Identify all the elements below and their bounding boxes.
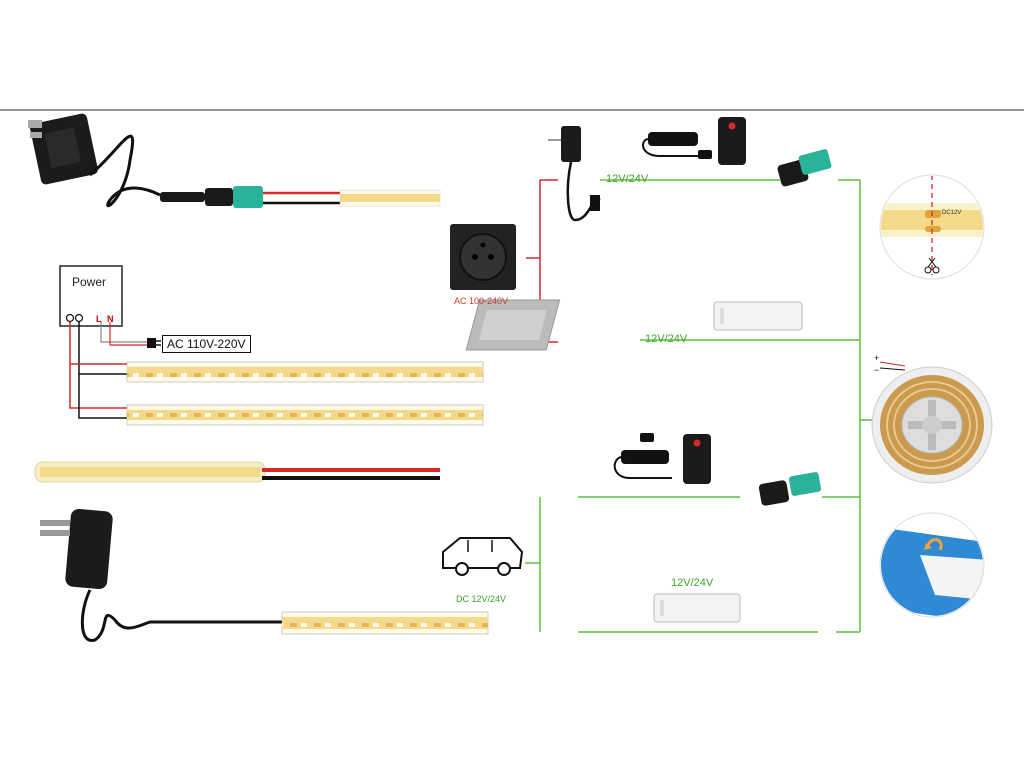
voltage-label-2: 12V/24V [645, 333, 688, 345]
cob-led-strip-icon [34, 461, 266, 483]
dc-car-label: DC 12V/24V [456, 594, 507, 604]
red-lead [879, 361, 906, 367]
switching-power-supply-icon [465, 299, 561, 351]
minus-mark: − [874, 365, 879, 375]
black-wire [78, 322, 128, 375]
wall-socket-icon [450, 224, 516, 290]
cob-led-strip-icon [281, 611, 489, 635]
scissors-icon [924, 257, 940, 274]
dc-connector-icon [160, 186, 263, 208]
red-wire [69, 322, 128, 409]
ac-wire [100, 322, 148, 343]
terminal-n-label: N [107, 314, 114, 324]
ac-input-label: AC 110V-220V [162, 335, 251, 353]
ac-wire [109, 322, 148, 346]
voltage-label-1: 12V/24V [606, 173, 649, 185]
dimmer-controller-icon [613, 433, 672, 479]
adapter-cable [89, 134, 161, 208]
wall-adapter-icon [40, 508, 113, 590]
plus-mark: + [874, 353, 879, 363]
remote-control-icon [683, 434, 711, 484]
wall-adapter-icon [28, 113, 98, 185]
cob-led-strip-icon [126, 361, 484, 383]
black-lead [879, 367, 906, 371]
remote-control-icon [718, 117, 746, 165]
wall-adapter-icon [548, 126, 601, 222]
black-wire [78, 374, 128, 419]
dc-connector-icon [758, 472, 822, 506]
dc-marking-label: DC12V [942, 210, 962, 216]
cut-mark-detail [879, 174, 985, 280]
terminal-l-label: L [96, 314, 102, 324]
led-reel-icon [871, 366, 993, 484]
power-supply-box-icon [59, 265, 123, 327]
ac-socket-label: AC 100-240V [454, 296, 509, 306]
adhesive-tape-icon [879, 512, 985, 618]
adapter-cable [80, 589, 285, 642]
cob-led-strip-icon [126, 404, 484, 426]
cob-led-strip-icon [339, 189, 441, 207]
dc-connector-icon [777, 149, 832, 187]
power-box-title: Power [72, 275, 107, 289]
voltage-label-3: 12V/24V [671, 577, 714, 589]
rf-controller-icon [713, 301, 803, 331]
rf-controller-icon [653, 593, 741, 623]
car-icon [442, 537, 524, 576]
plug-icon [147, 338, 161, 348]
dimmer-controller-icon [642, 132, 712, 159]
